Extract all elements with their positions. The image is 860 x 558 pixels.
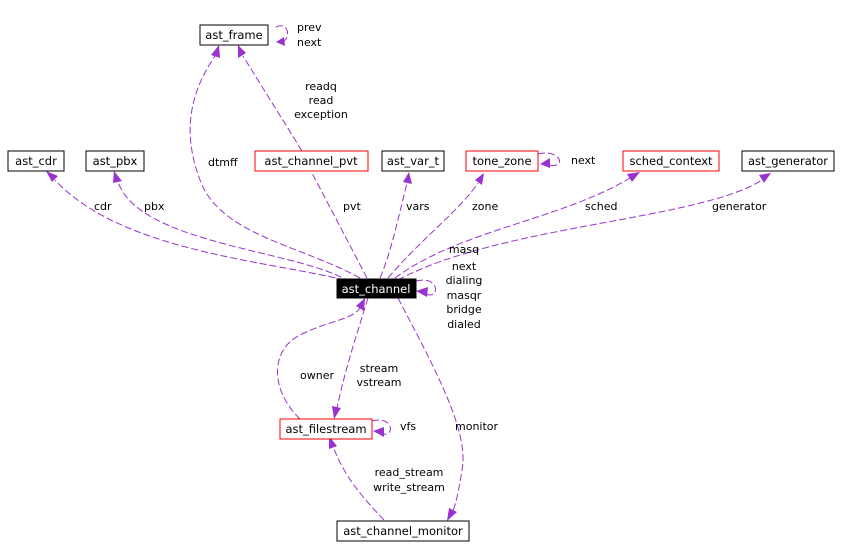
node-label: sched_context [629, 154, 713, 168]
node-label: ast_cdr [15, 154, 57, 168]
label-vfs: vfs [400, 420, 416, 433]
label-write-stream: write_stream [373, 481, 445, 494]
node-ast-channel[interactable]: ast_channel [336, 278, 417, 299]
label-owner: owner [300, 369, 334, 382]
node-ast-frame[interactable]: ast_frame [199, 24, 269, 46]
edge-monitor-streams [332, 445, 385, 521]
label-cdr: cdr [94, 200, 112, 213]
arrow-tone-zone-self [540, 158, 550, 168]
node-ast-pbx[interactable]: ast_pbx [85, 150, 145, 172]
label-pbx: pbx [144, 200, 165, 213]
label-stream: stream [360, 362, 399, 375]
node-tone-zone[interactable]: tone_zone [465, 150, 539, 172]
label-tone-zone-next: next [571, 154, 596, 167]
arrow-pvt-to-frame [238, 45, 246, 58]
label-zone: zone [472, 200, 498, 213]
label-frame-next: next [297, 36, 322, 49]
edge-pbx [117, 181, 351, 283]
edge-vars [379, 182, 408, 279]
label-masqr: masqr [447, 289, 482, 302]
node-label: ast_pbx [93, 154, 138, 168]
arrow-owner [356, 298, 365, 311]
label-readq: readq [305, 80, 337, 93]
label-vstream: vstream [356, 376, 401, 389]
edge-pvt [311, 172, 368, 279]
node-ast-channel-monitor[interactable]: ast_channel_monitor [336, 520, 470, 542]
node-label: ast_frame [205, 28, 262, 42]
arrow-sched [627, 172, 640, 182]
node-label: tone_zone [472, 154, 531, 168]
label-exception: exception [294, 108, 348, 121]
arrow-generator [759, 173, 771, 183]
label-masq: masq [449, 243, 479, 256]
arrow-zone [475, 173, 484, 185]
arrow-frame-self [276, 37, 285, 46]
node-sched-context[interactable]: sched_context [622, 150, 720, 172]
edge-stream [336, 297, 369, 409]
node-label: ast_var_t [387, 154, 440, 168]
edge-monitor [397, 297, 464, 513]
edge-pvt-to-frame [242, 55, 303, 152]
edge-labels: prev next readq read exception dtmff cdr… [94, 21, 767, 494]
edge-frame-self [275, 25, 288, 43]
arrow-monitor [447, 508, 457, 521]
label-dtmff: dtmff [208, 156, 238, 169]
label-dialing: dialing [446, 274, 483, 287]
label-dialed: dialed [447, 318, 481, 331]
node-label: ast_channel [342, 282, 411, 296]
arrow-pbx [113, 171, 122, 183]
label-sched: sched [585, 200, 618, 213]
edge-generator [397, 179, 763, 281]
edge-cdr [54, 179, 346, 281]
node-ast-channel-pvt[interactable]: ast_channel_pvt [254, 150, 369, 172]
arrow-vfs [373, 427, 384, 437]
arrow-dtmff [211, 45, 220, 58]
edge-tone-zone-self [537, 152, 560, 167]
node-label: ast_filestream [285, 422, 366, 436]
label-read: read [309, 94, 334, 107]
edges [46, 25, 771, 521]
node-ast-generator[interactable]: ast_generator [741, 150, 835, 172]
arrow-stream [332, 406, 341, 419]
label-bridge: bridge [446, 303, 482, 316]
node-ast-cdr[interactable]: ast_cdr [7, 150, 65, 172]
label-frame-prev: prev [297, 21, 322, 34]
arrow-cdr [46, 171, 58, 182]
edge-zone [387, 182, 479, 279]
edge-dtmff [189, 55, 361, 279]
label-generator: generator [712, 200, 767, 213]
node-label: ast_channel_pvt [264, 154, 358, 168]
arrow-vars [403, 172, 412, 184]
label-read-stream: read_stream [375, 466, 444, 479]
edge-channel-self [415, 279, 436, 296]
node-label: ast_channel_monitor [343, 524, 463, 538]
arrow-channel-self [416, 287, 428, 297]
label-pvt: pvt [343, 200, 361, 213]
node-label: ast_generator [748, 154, 828, 168]
edge-owner [277, 307, 361, 420]
label-next: next [452, 260, 477, 273]
node-ast-filestream[interactable]: ast_filestream [279, 418, 373, 440]
edge-sched [394, 177, 631, 279]
node-ast-var-t[interactable]: ast_var_t [381, 150, 445, 172]
label-vars: vars [406, 200, 430, 213]
label-monitor: monitor [455, 420, 499, 433]
